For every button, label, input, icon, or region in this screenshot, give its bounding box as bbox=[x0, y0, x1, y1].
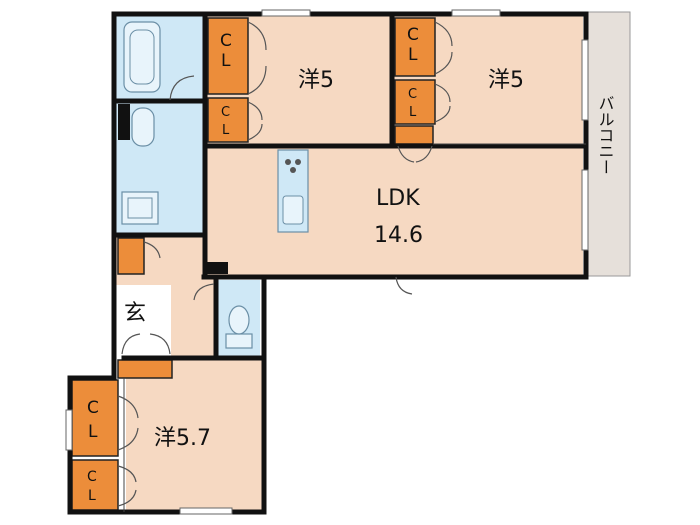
room-label-bedroom-top-left: 洋5 bbox=[298, 68, 334, 93]
door-swings bbox=[117, 21, 453, 507]
closet-5 bbox=[71, 379, 119, 457]
storage-hall bbox=[117, 237, 145, 275]
washbasin-icon bbox=[131, 107, 155, 147]
windows bbox=[65, 9, 589, 515]
stove-burner-icon bbox=[285, 159, 291, 165]
closet-6 bbox=[71, 459, 119, 511]
closet-4 bbox=[394, 79, 436, 125]
room-size-ldk: 14.6 bbox=[374, 223, 423, 248]
closet-3-l: L bbox=[408, 45, 418, 65]
washing-machine-icon bbox=[121, 191, 159, 225]
closet-2-c: C bbox=[221, 105, 230, 120]
closet-5-l: L bbox=[88, 422, 98, 442]
room-label-entrance: 玄 bbox=[124, 301, 146, 326]
bedroom-bottom bbox=[126, 360, 262, 512]
closet-4-l: L bbox=[409, 105, 417, 120]
inner-lines bbox=[123, 143, 586, 512]
room-label-ldk: LDK bbox=[376, 186, 420, 211]
storage-entrance bbox=[117, 359, 173, 379]
closet-1-c: C bbox=[220, 31, 232, 51]
closet-1-l: L bbox=[221, 51, 231, 71]
closet-2 bbox=[207, 97, 249, 143]
ldk-room bbox=[206, 147, 583, 275]
closet-6-c: C bbox=[87, 469, 97, 485]
room-label-bedroom-top-right: 洋5 bbox=[488, 68, 524, 93]
closet-1 bbox=[207, 17, 249, 95]
closet-5-c: C bbox=[87, 398, 99, 418]
storage-ldk-top bbox=[394, 125, 434, 145]
toilet-bowl-icon bbox=[228, 305, 250, 335]
closet-6-l: L bbox=[88, 488, 96, 504]
toilet-tank-icon bbox=[225, 333, 253, 349]
walls bbox=[67, 11, 589, 515]
closet-3-c: C bbox=[407, 25, 419, 45]
room-label-bedroom-bottom: 洋5.7 bbox=[154, 426, 211, 451]
closet-4-c: C bbox=[408, 87, 417, 102]
pillar bbox=[206, 262, 228, 274]
closet-2-l: L bbox=[222, 123, 230, 138]
balcony-label: バルコニー bbox=[596, 95, 615, 175]
kitchen-sink-icon bbox=[282, 195, 304, 225]
entrance-floor bbox=[116, 285, 171, 358]
closet-3 bbox=[394, 17, 436, 77]
bathtub-icon bbox=[123, 21, 161, 93]
balcony-area bbox=[585, 11, 631, 277]
